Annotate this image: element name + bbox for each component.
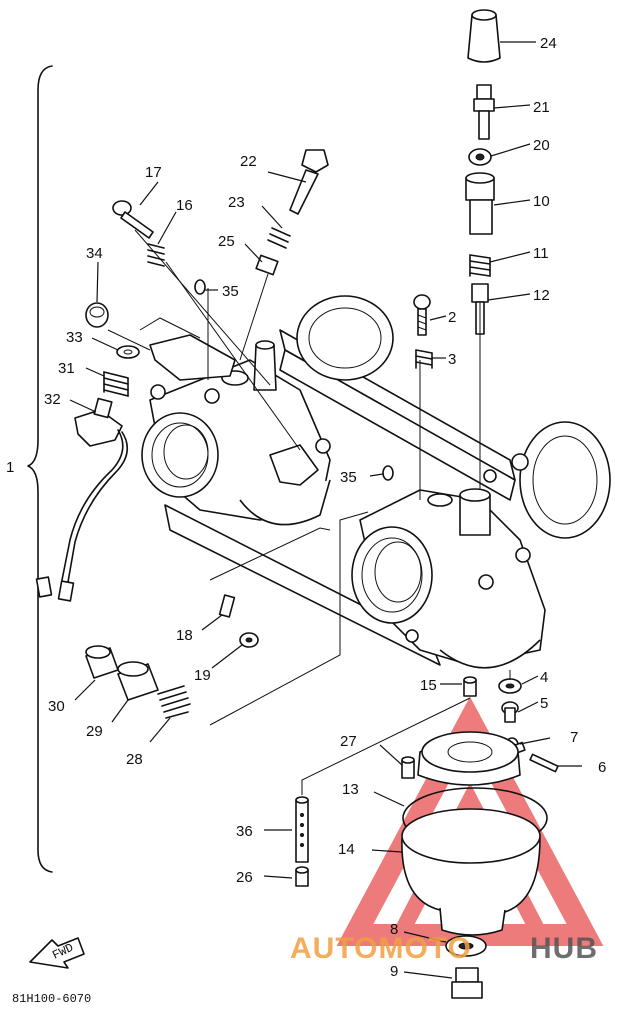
carburetor-body [141,295,611,669]
part-17-screw [112,200,154,239]
part-float [417,731,521,786]
part-35-oring-b [382,465,394,481]
part-36-tube [295,796,309,863]
label-21: 21 [533,99,550,116]
part-31-spring [103,371,129,397]
label-12: 12 [533,287,550,304]
assembly-bracket [27,65,53,873]
label-35-top: 35 [222,283,239,300]
part-21-adjuster [473,84,495,140]
label-15: 15 [420,677,437,694]
callout-labels: 24 21 20 10 11 12 2 3 22 23 25 17 16 35 … [44,35,606,980]
part-35-oring-a [194,279,206,295]
label-11: 11 [533,245,549,262]
part-18-pin [218,594,236,618]
label-34: 34 [86,245,103,262]
label-22: 22 [240,153,257,170]
label-17: 17 [145,164,162,181]
diagram-code: 81H100-6070 [12,992,91,1006]
label-30: 30 [48,698,65,715]
label-19: 19 [194,667,211,684]
part-10-holder [465,172,495,235]
label-16: 16 [176,197,193,214]
label-6: 6 [598,759,606,776]
watermark-text: AUTOMOTO HUB [290,932,598,965]
part-23-spring [267,227,291,249]
label-26: 26 [236,869,253,886]
label-20: 20 [533,137,550,154]
label-14: 14 [338,841,355,858]
part-19-nut [239,632,259,648]
part-27-plug [401,756,415,779]
part-14-bowl [401,808,541,936]
label-31: 31 [58,360,75,377]
leader-lines [69,41,582,979]
label-10: 10 [533,193,550,210]
label-9: 9 [390,963,398,980]
fwd-arrow-icon: FWD [29,937,85,969]
label-2: 2 [448,309,456,326]
label-36: 36 [236,823,253,840]
label-35-mid: 35 [340,469,357,486]
label-28: 28 [126,751,143,768]
label-1: 1 [6,459,14,476]
part-30-cap [85,645,119,679]
watermark-part2: HUB [530,932,598,965]
part-34-cap [85,302,109,328]
part-3-spring [415,349,433,369]
label-18: 18 [176,627,193,644]
part-4-washer [498,678,522,694]
part-28-spring [157,685,191,719]
watermark-part1: AUTOMOTO [290,932,472,965]
label-25: 25 [218,233,235,250]
part-20-nut [468,148,492,166]
part-8-washer [445,935,487,957]
part-32-switch [35,397,129,602]
label-27: 27 [340,733,357,750]
label-3: 3 [448,351,456,368]
part-26-jet [295,866,309,887]
part-25-cap [255,254,279,276]
part-24-cap [467,9,501,63]
label-7: 7 [570,729,578,746]
part-29-cover [117,661,159,701]
part-9-plug [451,967,483,999]
part-22-screw [289,149,329,215]
part-15-jet [463,676,477,697]
part-2-screw [413,294,431,336]
part-33-washer [116,345,140,359]
label-32: 32 [44,391,61,408]
label-33: 33 [66,329,83,346]
part-11-spring [469,254,491,277]
part-5-screw [501,701,519,723]
label-29: 29 [86,723,103,740]
part-16-spring [147,243,165,267]
label-5: 5 [540,695,548,712]
label-13: 13 [342,781,359,798]
part-6-pin [529,753,559,773]
label-4: 4 [540,669,548,686]
label-8: 8 [390,921,398,938]
label-23: 23 [228,194,245,211]
label-24: 24 [540,35,557,52]
